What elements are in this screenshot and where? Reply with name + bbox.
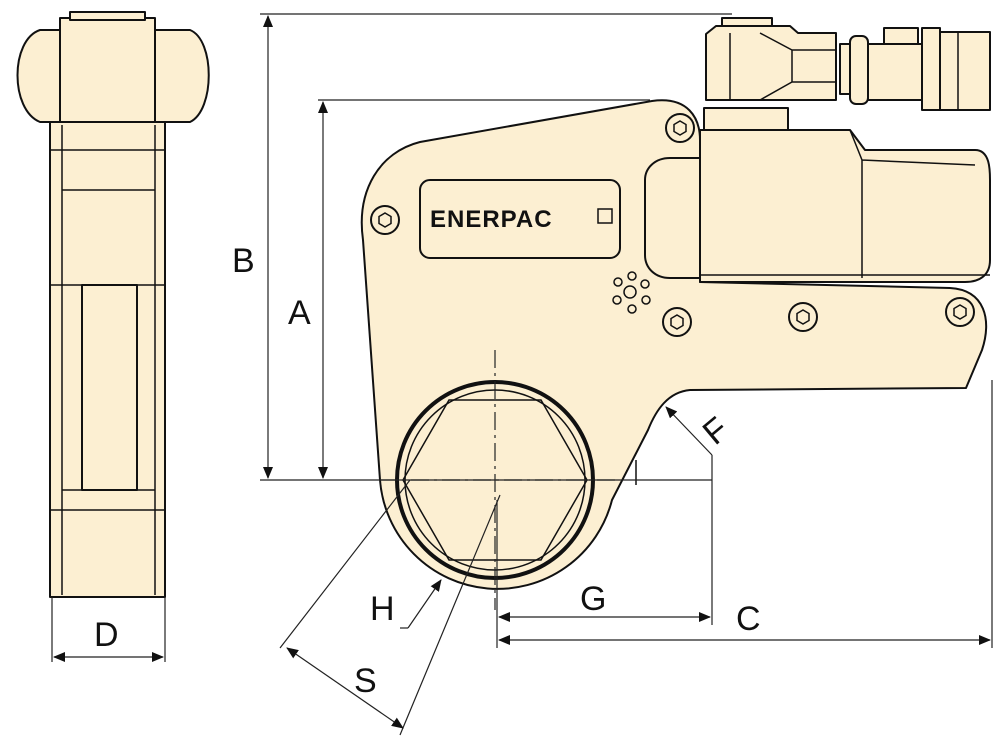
hydraulic-cylinder bbox=[644, 129, 991, 283]
enerpac-logo: ENERPAC bbox=[419, 179, 621, 259]
vent-holes bbox=[612, 271, 651, 314]
label-C: C bbox=[736, 600, 761, 638]
label-B: B bbox=[232, 242, 255, 280]
logo-text: ENERPAC bbox=[430, 206, 553, 233]
screws bbox=[370, 113, 975, 337]
label-F: F bbox=[696, 410, 736, 452]
label-G: G bbox=[580, 580, 606, 618]
label-A: A bbox=[288, 294, 311, 332]
screw-icon bbox=[370, 205, 400, 235]
wrench-body: ENERPAC bbox=[360, 17, 991, 610]
screw-icon bbox=[945, 297, 975, 327]
screw-icon bbox=[665, 113, 695, 143]
screw-icon bbox=[662, 307, 692, 337]
dimension-lines bbox=[51, 13, 993, 736]
screw-icon bbox=[788, 302, 818, 332]
label-H: H bbox=[370, 590, 395, 628]
label-D: D bbox=[94, 616, 119, 654]
swivel-coupler bbox=[703, 17, 991, 131]
label-S: S bbox=[354, 662, 377, 700]
side-view bbox=[16, 11, 210, 598]
